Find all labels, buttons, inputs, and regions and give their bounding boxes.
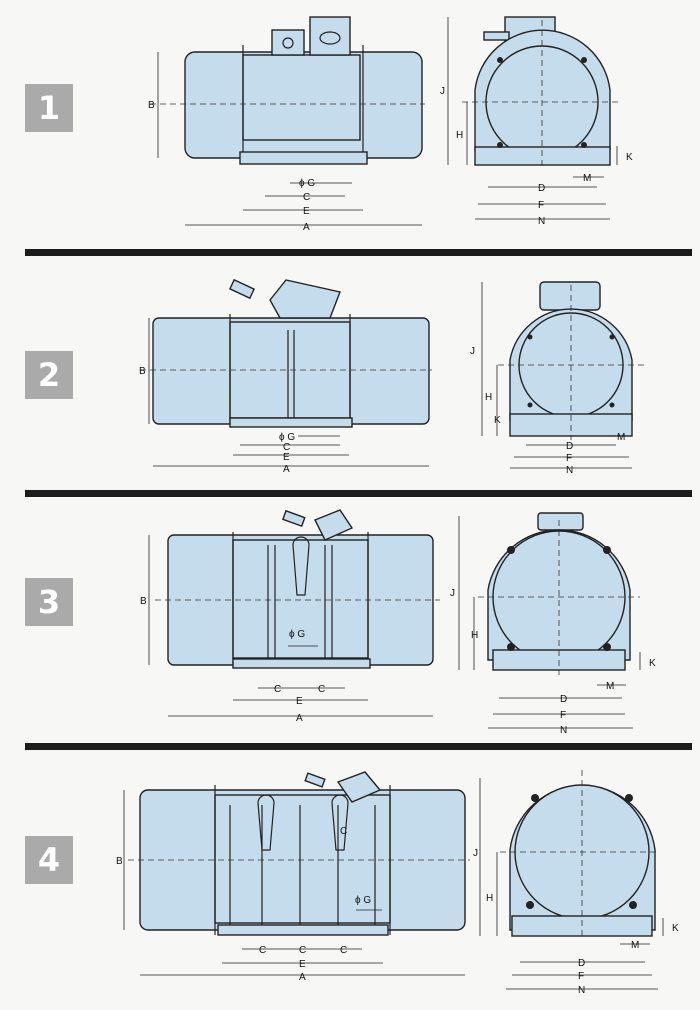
dim-label-C: C [283,442,290,453]
dim-label-J: J [473,848,478,859]
dim-label-B: B [148,100,155,111]
row-1-end-view [447,16,622,220]
row-4-number: 4 [25,836,73,884]
dim-label-N: N [538,216,545,227]
row-2-number: 2 [25,351,73,399]
dim-label-G: ϕ G [355,895,371,906]
dim-label-N: N [566,465,573,476]
dim-label-C: C [303,192,310,203]
row-1-number: 1 [25,84,73,132]
dim-label-A: A [283,464,290,475]
dim-label-D: D [566,441,573,452]
dim-label-B: B [140,596,147,607]
dim-label-H: H [485,392,492,403]
dim-label-F: F [560,710,566,721]
dim-label-N: N [560,725,567,736]
row-2-end-view [481,281,645,469]
dim-label-G: ϕ G [299,178,315,189]
dim-label-E: E [283,452,290,463]
dim-label-D: D [538,183,545,194]
dim-label-J: J [450,588,455,599]
dim-label-M: M [631,940,639,951]
dim-label-H: H [471,630,478,641]
dim-label-K: K [626,152,633,163]
row-3-end-view [458,512,641,729]
dim-label-C-upper: C [340,826,347,837]
dim-label-C-right: C [318,684,325,695]
dim-label-E: E [303,206,310,217]
dim-label-A: A [299,972,306,983]
separator-2 [25,490,692,497]
row-3-side-view [148,509,440,717]
dim-label-C-3: C [340,945,347,956]
dim-label-H: H [486,893,493,904]
row-4-end-view [479,770,664,990]
dim-label-F: F [578,971,584,982]
dim-label-J: J [440,86,445,97]
dim-label-H: H [456,130,463,141]
separator-1 [25,249,692,256]
dim-label-K: K [494,415,501,426]
dim-label-G: ϕ G [289,629,305,640]
dim-label-A: A [303,222,310,233]
dim-label-F: F [538,200,544,211]
dim-label-A: A [296,713,303,724]
dim-label-N: N [578,985,585,996]
row-1-side-view [150,16,425,226]
dim-label-K: K [672,923,679,934]
dim-label-E: E [296,696,303,707]
dim-label-B: B [139,366,146,377]
row-3-number: 3 [25,578,73,626]
row-2-side-view [140,278,432,467]
dim-label-M: M [583,173,591,184]
dim-label-B: B [116,856,123,867]
dim-label-F: F [566,453,572,464]
dim-label-C-1: C [259,945,266,956]
dim-label-D: D [578,958,585,969]
row-4-side-view [123,771,470,976]
dim-label-E: E [299,959,306,970]
dim-label-G: ϕ G [279,432,295,443]
dim-label-C-left: C [274,684,281,695]
separator-3 [25,743,692,750]
dim-label-C-2: C [299,945,306,956]
dim-label-K: K [649,658,656,669]
dim-label-J: J [470,346,475,357]
dim-label-D: D [560,694,567,705]
dim-label-M: M [617,432,625,443]
dim-label-M: M [606,681,614,692]
